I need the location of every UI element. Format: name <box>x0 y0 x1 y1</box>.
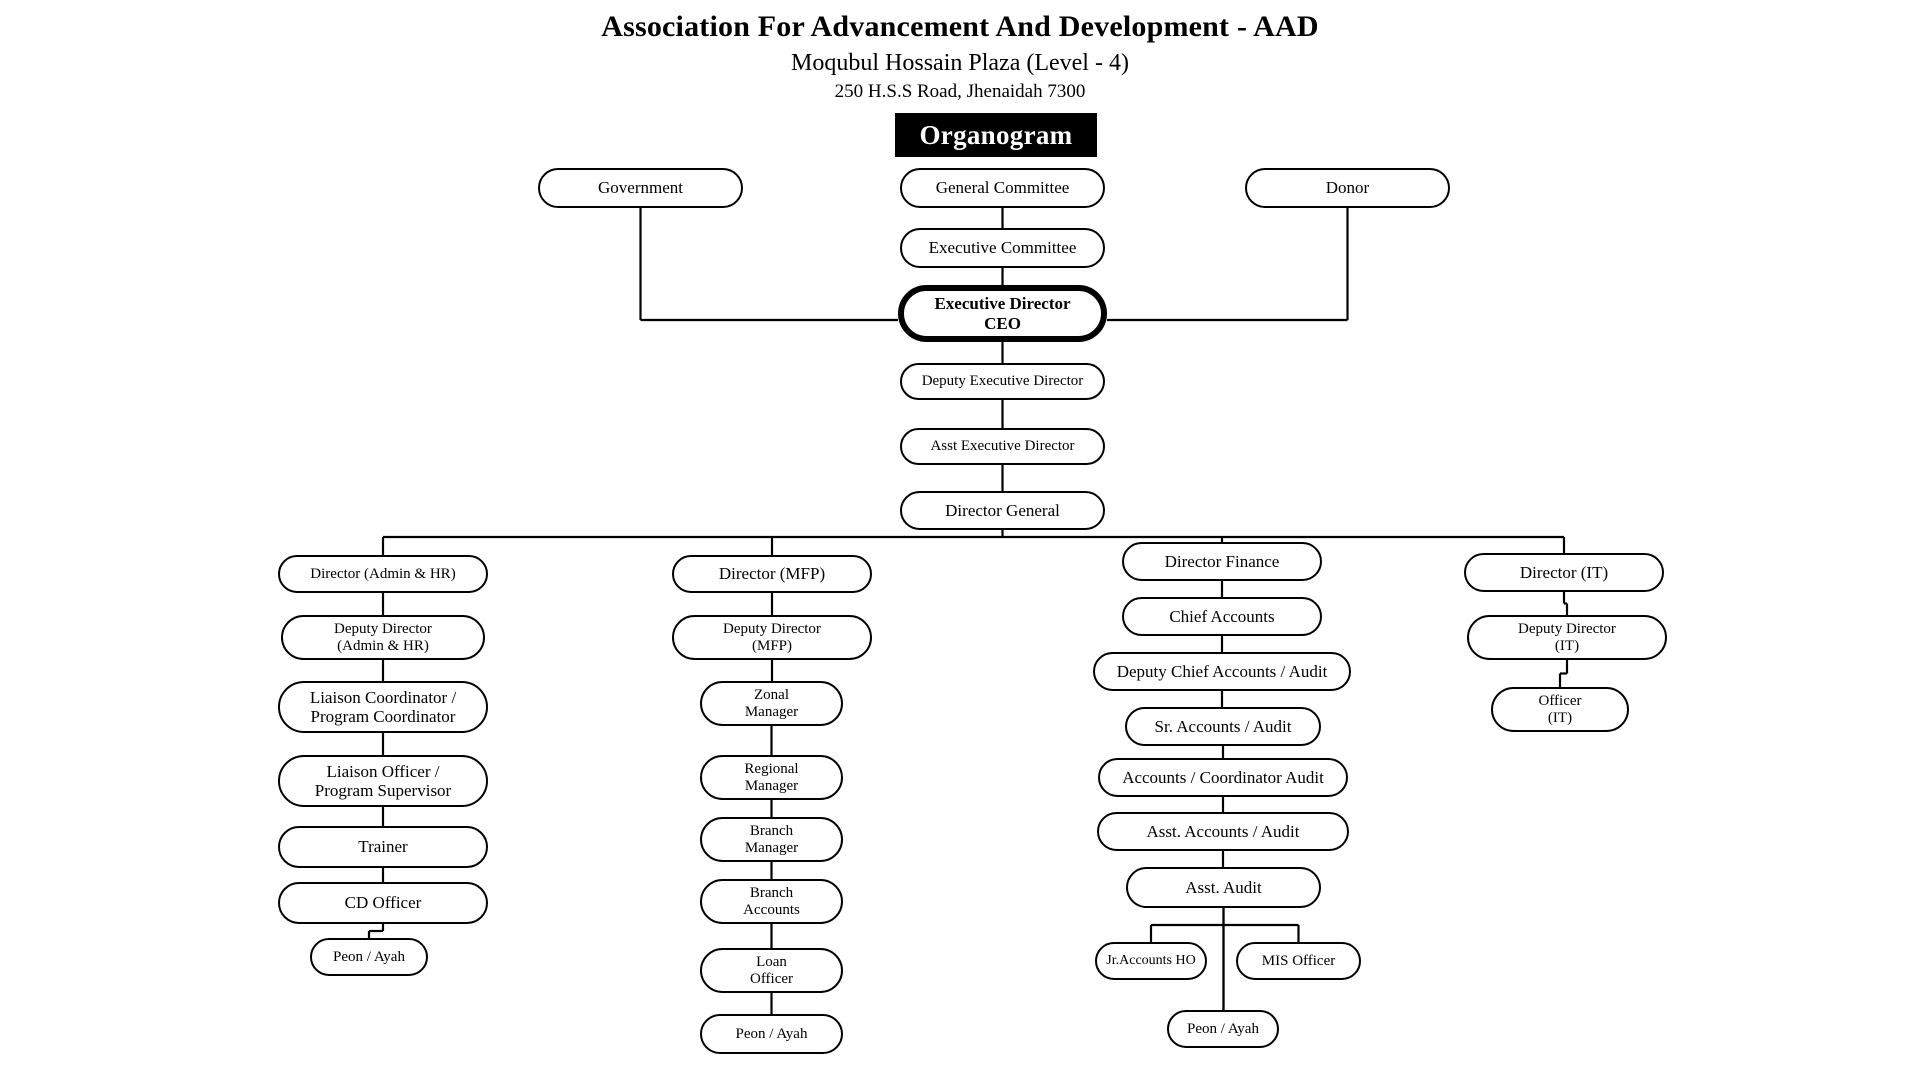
org-node-label: Accounts / Coordinator Audit <box>1122 767 1324 787</box>
org-node-director-mfp: Director (MFP) <box>672 555 872 593</box>
org-node-sr-accounts: Sr. Accounts / Audit <box>1125 707 1321 746</box>
org-node-label: CD Officer <box>344 893 422 913</box>
org-node-label: Liaison Officer / Program Supervisor <box>314 761 452 800</box>
org-node-government: Government <box>538 168 743 208</box>
organogram-banner-label: Organogram <box>919 119 1073 150</box>
org-node-dep-dir-admin-hr: Deputy Director (Admin & HR) <box>281 615 485 660</box>
org-node-executive-committee: Executive Committee <box>900 228 1105 268</box>
page-title: Association For Advancement And Developm… <box>601 10 1319 43</box>
org-node-label: Deputy Director (MFP) <box>723 620 821 654</box>
org-node-branch-manager: Branch Manager <box>700 817 843 862</box>
org-node-label: Executive Committee <box>928 238 1077 258</box>
address-line-1: Moqubul Hossain Plaza (Level - 4) <box>791 50 1129 76</box>
org-node-director-it: Director (IT) <box>1464 553 1664 592</box>
org-node-loan-officer: Loan Officer <box>700 948 843 993</box>
org-node-label: Regional Manager <box>744 760 799 794</box>
org-node-donor: Donor <box>1245 168 1450 208</box>
org-node-label: Director (Admin & HR) <box>310 565 456 582</box>
address-line-2: 250 H.S.S Road, Jhenaidah 7300 <box>834 81 1086 103</box>
org-node-director-admin-hr: Director (Admin & HR) <box>278 555 488 593</box>
org-node-asst-audit: Asst. Audit <box>1126 867 1321 908</box>
org-node-chief-accounts: Chief Accounts <box>1122 597 1322 636</box>
org-node-regional-manager: Regional Manager <box>700 755 843 800</box>
org-node-label: Branch Manager <box>744 822 799 856</box>
org-node-accounts-coord: Accounts / Coordinator Audit <box>1098 758 1348 797</box>
org-node-asst-accounts: Asst. Accounts / Audit <box>1097 812 1349 851</box>
org-node-branch-accounts: Branch Accounts <box>700 879 843 924</box>
org-node-label: Jr.Accounts HO <box>1106 953 1196 969</box>
org-node-label: Sr. Accounts / Audit <box>1154 716 1292 736</box>
org-node-label: MIS Officer <box>1261 952 1336 969</box>
org-node-label: Peon / Ayah <box>333 948 405 965</box>
org-node-director-finance: Director Finance <box>1122 542 1322 581</box>
org-node-liaison-officer: Liaison Officer / Program Supervisor <box>278 755 488 807</box>
org-node-label: Zonal Manager <box>744 686 799 720</box>
org-node-dep-dir-it: Deputy Director (IT) <box>1467 615 1667 660</box>
org-node-director-general: Director General <box>900 491 1105 530</box>
org-node-label: Government <box>598 178 683 198</box>
org-node-label: Director (IT) <box>1519 562 1609 582</box>
org-node-label: Peon / Ayah <box>1187 1020 1259 1037</box>
org-node-zonal-manager: Zonal Manager <box>700 681 843 726</box>
document-header: Association For Advancement And Developm… <box>0 0 1920 103</box>
org-node-label: Asst. Accounts / Audit <box>1146 821 1300 841</box>
org-node-label: Asst. Audit <box>1185 877 1262 897</box>
org-node-label: Branch Accounts <box>743 884 800 918</box>
org-node-cd-officer: CD Officer <box>278 882 488 924</box>
org-node-label: Deputy Executive Director <box>921 373 1084 390</box>
org-node-general-committee: General Committee <box>900 168 1105 208</box>
org-node-label: Loan Officer <box>749 953 794 987</box>
org-node-executive-director: Executive Director CEO <box>898 285 1107 342</box>
org-node-peon-ayah-admin: Peon / Ayah <box>310 938 428 976</box>
org-node-trainer: Trainer <box>278 826 488 868</box>
org-node-asst-exec-dir: Asst Executive Director <box>900 428 1105 465</box>
org-node-label: Donor <box>1325 178 1370 198</box>
org-node-label: Executive Director CEO <box>934 294 1071 333</box>
org-node-peon-ayah-mfp: Peon / Ayah <box>700 1014 843 1054</box>
org-node-label: Director (MFP) <box>718 564 826 584</box>
org-node-label: Deputy Chief Accounts / Audit <box>1116 661 1328 681</box>
org-node-label: Peon / Ayah <box>735 1025 808 1042</box>
org-node-label: General Committee <box>935 178 1070 198</box>
org-node-dep-chief-accounts: Deputy Chief Accounts / Audit <box>1093 652 1351 691</box>
org-node-liaison-coordinator: Liaison Coordinator / Program Coordinato… <box>278 681 488 733</box>
org-node-label: Officer (IT) <box>1538 692 1582 726</box>
org-node-label: Director General <box>945 500 1060 520</box>
org-node-label: Trainer <box>358 837 408 857</box>
org-node-dep-dir-mfp: Deputy Director (MFP) <box>672 615 872 660</box>
org-node-label: Liaison Coordinator / Program Coordinato… <box>309 687 457 726</box>
org-node-peon-ayah-finance: Peon / Ayah <box>1167 1010 1279 1048</box>
org-node-label: Asst Executive Director <box>930 438 1075 455</box>
org-node-label: Chief Accounts <box>1169 606 1275 626</box>
org-node-jr-accounts-ho: Jr.Accounts HO <box>1095 942 1207 980</box>
org-node-label: Deputy Director (IT) <box>1518 620 1616 654</box>
organogram-banner: Organogram <box>895 113 1097 157</box>
org-node-deputy-exec-dir: Deputy Executive Director <box>900 363 1105 400</box>
org-node-label: Director Finance <box>1164 551 1280 571</box>
org-node-mis-officer: MIS Officer <box>1236 942 1361 980</box>
org-node-officer-it: Officer (IT) <box>1491 687 1629 732</box>
org-node-label: Deputy Director (Admin & HR) <box>334 620 432 654</box>
